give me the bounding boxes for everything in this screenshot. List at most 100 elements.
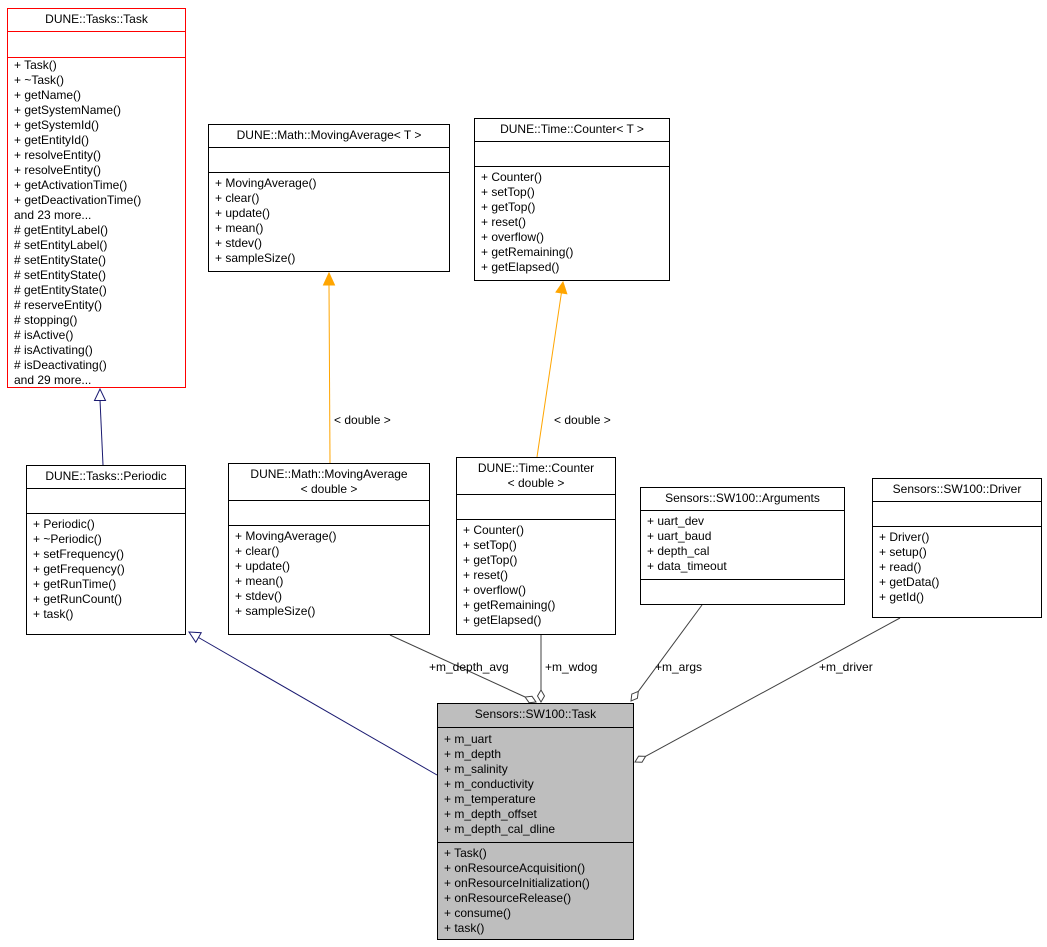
member-item: # getEntityState(): [14, 283, 107, 297]
member-item: + mean(): [215, 221, 264, 235]
methods-compartment: + Periodic()+ ~Periodic()+ setFrequency(…: [27, 513, 185, 634]
class-title-line2: < double >: [300, 482, 358, 496]
member-item: + ~Periodic(): [33, 532, 102, 546]
class-box-dune-tasks-task[interactable]: DUNE::Tasks::Task + Task()+ ~Task()+ get…: [7, 8, 186, 388]
methods-compartment: + Counter()+ setTop()+ getTop()+ reset()…: [475, 166, 669, 280]
class-box-counter-t[interactable]: DUNE::Time::Counter< T > + Counter()+ se…: [474, 118, 670, 281]
member-item: + getDeactivationTime(): [14, 193, 142, 207]
class-box-movingaverage-double[interactable]: DUNE::Math::MovingAverage < double > + M…: [228, 463, 430, 635]
member-item: + m_depth_cal_dline: [444, 822, 556, 836]
member-item: + update(): [215, 206, 271, 220]
member-item: + getTop(): [481, 200, 536, 214]
member-item: + getTop(): [463, 553, 518, 567]
member-item: # reserveEntity(): [14, 298, 103, 312]
member-item: + m_conductivity: [444, 777, 534, 791]
methods-compartment: [641, 579, 844, 604]
member-item: + getData(): [879, 575, 940, 589]
attributes-compartment: [209, 147, 449, 172]
member-item: + uart_dev: [647, 514, 705, 528]
member-item: + getElapsed(): [481, 260, 560, 274]
member-item: + getSystemId(): [14, 118, 100, 132]
class-box-sw100-driver[interactable]: Sensors::SW100::Driver + Driver()+ setup…: [872, 478, 1042, 618]
member-item: + overflow(): [481, 230, 545, 244]
member-item: + overflow(): [463, 583, 527, 597]
attributes-compartment: [873, 501, 1041, 526]
class-box-movingaverage-t[interactable]: DUNE::Math::MovingAverage< T > + MovingA…: [208, 124, 450, 272]
member-item: + stdev(): [235, 589, 283, 603]
member-item: + clear(): [215, 191, 260, 205]
aggregation-edge-m-args: [630, 604, 703, 702]
edge-label-template-movingaverage: < double >: [334, 413, 391, 427]
edge-label-m-driver: +m_driver: [819, 660, 873, 674]
member-item: # isActivating(): [14, 343, 93, 357]
methods-compartment: + MovingAverage()+ clear()+ update()+ me…: [229, 525, 429, 634]
class-title: DUNE::Time::Counter < double >: [457, 458, 615, 494]
member-item: + depth_cal: [647, 544, 710, 558]
member-item: + onResourceRelease(): [444, 891, 572, 905]
class-title-line1: DUNE::Math::MovingAverage: [250, 467, 408, 481]
class-box-sw100-arguments[interactable]: Sensors::SW100::Arguments + uart_dev+ ua…: [640, 487, 845, 605]
methods-compartment: + Driver()+ setup()+ read()+ getData()+ …: [873, 526, 1041, 617]
class-title: DUNE::Time::Counter< T >: [500, 122, 644, 136]
member-item: + Counter(): [463, 523, 525, 537]
member-item: + Periodic(): [33, 517, 95, 531]
member-item: + setTop(): [481, 185, 535, 199]
member-item: + getActivationTime(): [14, 178, 128, 192]
class-title: DUNE::Tasks::Task: [45, 12, 148, 26]
methods-compartment: + Task()+ onResourceAcquisition()+ onRes…: [438, 842, 633, 939]
member-item: + reset(): [463, 568, 509, 582]
member-item: + getEntityId(): [14, 133, 90, 147]
member-item: and 29 more...: [14, 373, 92, 387]
member-item: # setEntityLabel(): [14, 238, 108, 252]
member-item: + setTop(): [463, 538, 517, 552]
attributes-compartment: + m_uart+ m_depth+ m_salinity+ m_conduct…: [438, 727, 633, 842]
methods-compartment: + Task()+ ~Task()+ getName()+ getSystemN…: [8, 57, 185, 387]
member-item: # stopping(): [14, 313, 78, 327]
class-title-line1: DUNE::Time::Counter: [477, 461, 595, 475]
member-item: + m_depth_offset: [444, 807, 537, 821]
member-item: + getName(): [14, 88, 82, 102]
member-item: + getRemaining(): [481, 245, 574, 259]
class-box-counter-double[interactable]: DUNE::Time::Counter < double > + Counter…: [456, 457, 616, 635]
member-item: and 23 more...: [14, 208, 92, 222]
member-item: + resolveEntity(): [14, 148, 102, 162]
class-title: DUNE::Tasks::Periodic: [45, 469, 167, 483]
inheritance-edge-sw100task-to-periodic: [188, 631, 438, 776]
member-item: + sampleSize(): [215, 251, 296, 265]
class-title: DUNE::Math::MovingAverage < double >: [229, 464, 429, 500]
member-item: + setFrequency(): [33, 547, 125, 561]
member-item: # isActive(): [14, 328, 74, 342]
member-item: + getId(): [879, 590, 925, 604]
member-item: + MovingAverage(): [235, 529, 337, 543]
member-item: + onResourceInitialization(): [444, 876, 590, 890]
member-item: + resolveEntity(): [14, 163, 102, 177]
methods-compartment: + MovingAverage()+ clear()+ update()+ me…: [209, 172, 449, 271]
class-box-dune-tasks-periodic[interactable]: DUNE::Tasks::Periodic + Periodic()+ ~Per…: [26, 465, 186, 635]
class-title: Sensors::SW100::Arguments: [665, 491, 820, 505]
aggregation-edge-m-wdog: [536, 635, 546, 703]
edge-label-m-wdog: +m_wdog: [545, 660, 598, 674]
member-item: + clear(): [235, 544, 280, 558]
member-item: + getSystemName(): [14, 103, 122, 117]
class-title: DUNE::Math::MovingAverage< T >: [236, 128, 422, 142]
member-item: # setEntityState(): [14, 253, 107, 267]
aggregation-edge-m-driver: [634, 617, 901, 763]
member-item: + Counter(): [481, 170, 543, 184]
member-item: + Task(): [14, 58, 57, 72]
member-item: + getRunTime(): [33, 577, 117, 591]
member-item: + MovingAverage(): [215, 176, 317, 190]
member-item: + read(): [879, 560, 922, 574]
class-title: Sensors::SW100::Task: [474, 707, 597, 721]
member-item: + m_depth: [444, 747, 502, 761]
aggregation-edge-m-depth-avg: [389, 634, 537, 704]
member-item: # setEntityState(): [14, 268, 107, 282]
member-item: + setup(): [879, 545, 927, 559]
member-item: + update(): [235, 559, 291, 573]
member-item: + mean(): [235, 574, 284, 588]
member-item: + stdev(): [215, 236, 263, 250]
class-box-sw100-task[interactable]: Sensors::SW100::Task + m_uart+ m_depth+ …: [437, 703, 634, 940]
attributes-compartment: [229, 500, 429, 525]
member-item: + m_temperature: [444, 792, 536, 806]
